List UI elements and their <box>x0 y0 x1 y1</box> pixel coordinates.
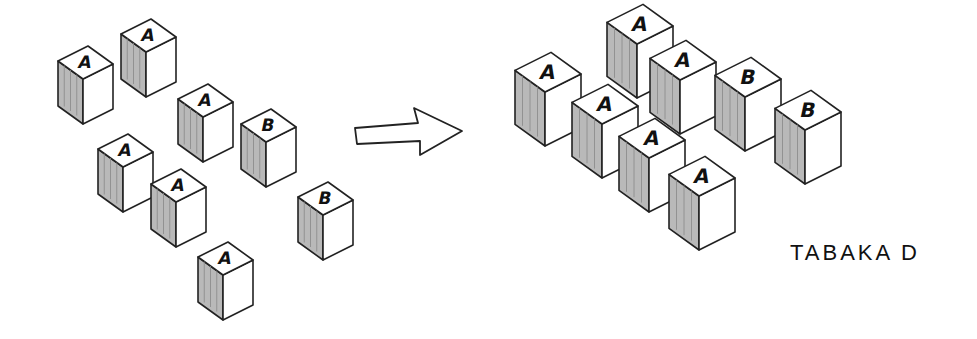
shading-stroke <box>216 270 217 311</box>
block-letter: B <box>727 65 768 89</box>
shading-stroke <box>303 201 304 242</box>
shading-stroke <box>196 112 197 153</box>
shading-stroke <box>579 108 580 158</box>
shading-stroke <box>156 188 157 229</box>
block-letter: A <box>208 248 242 269</box>
shading-stroke <box>622 33 623 83</box>
shading-stroke <box>259 137 260 178</box>
cube-top <box>515 52 581 92</box>
shading-stroke <box>790 119 791 169</box>
shading-stroke <box>530 81 531 131</box>
cube-top <box>619 118 685 158</box>
shading-stroke <box>246 128 247 169</box>
shading-stroke <box>614 28 615 78</box>
shading-stroke <box>110 158 111 199</box>
block-letter: A <box>188 90 222 111</box>
shading-stroke <box>76 74 77 115</box>
shading-stroke <box>183 103 184 144</box>
transform-arrow <box>355 108 462 155</box>
block-letter: A <box>662 48 703 72</box>
block-letter: A <box>584 92 625 116</box>
letter-block: A <box>119 15 178 97</box>
shading-stroke <box>522 76 523 126</box>
block-letter: A <box>631 126 672 150</box>
block-letter: B <box>251 115 285 136</box>
shading-stroke <box>684 185 685 235</box>
block-letter: B <box>787 98 828 122</box>
cube-top <box>607 4 673 44</box>
shading-stroke <box>169 197 170 238</box>
cube-top <box>241 109 296 142</box>
block-letter: A <box>681 164 722 188</box>
letter-block: A <box>176 80 235 162</box>
cube-top <box>198 242 253 275</box>
block-letter: A <box>131 25 165 46</box>
shading-stroke <box>133 43 134 84</box>
block-letter: A <box>68 52 102 73</box>
shading-stroke <box>103 153 104 194</box>
cube-top <box>298 182 353 215</box>
letter-block: A <box>96 130 155 212</box>
cube-top <box>572 84 638 124</box>
block-letter: A <box>619 12 660 36</box>
letter-block: A <box>56 42 115 124</box>
shading-stroke <box>782 114 783 164</box>
cube-top <box>650 40 716 80</box>
letter-block: B <box>773 86 843 184</box>
shading-stroke <box>676 180 677 230</box>
shading-stroke <box>537 86 538 136</box>
shading-stroke <box>70 70 71 111</box>
shading-stroke <box>691 190 692 240</box>
figure-label: TABAKA D <box>790 240 920 266</box>
shading-stroke <box>63 65 64 106</box>
shading-stroke <box>722 81 723 131</box>
shading-stroke <box>626 142 627 192</box>
cube-top <box>775 90 841 130</box>
letter-block: A <box>149 165 208 247</box>
cube-top <box>151 169 206 202</box>
letter-block: B <box>713 53 783 151</box>
shading-stroke <box>665 69 666 119</box>
shading-stroke <box>310 206 311 247</box>
letter-block: A <box>667 152 737 250</box>
shading-stroke <box>203 261 204 302</box>
shading-stroke <box>126 38 127 79</box>
letter-block: A <box>648 36 718 134</box>
cube-top <box>98 134 153 167</box>
shading-stroke <box>797 124 798 174</box>
shading-stroke <box>594 118 595 168</box>
shading-stroke <box>672 74 673 124</box>
shading-stroke <box>253 133 254 174</box>
shading-stroke <box>210 266 211 307</box>
cube-top <box>58 46 113 79</box>
shading-stroke <box>641 152 642 202</box>
shading-stroke <box>190 108 191 149</box>
letter-block: B <box>296 178 355 260</box>
cube-top <box>178 84 233 117</box>
shading-stroke <box>634 147 635 197</box>
shading-stroke <box>587 113 588 163</box>
shading-stroke <box>116 162 117 203</box>
shading-stroke <box>657 64 658 114</box>
block-letter: A <box>161 175 195 196</box>
letter-block: B <box>239 105 298 187</box>
block-letter: B <box>308 188 342 209</box>
block-letter: A <box>108 140 142 161</box>
cube-top <box>121 19 176 52</box>
shading-stroke <box>629 38 630 88</box>
letter-block: A <box>196 238 255 320</box>
cube-top <box>669 156 735 196</box>
cube-top <box>715 57 781 97</box>
shading-stroke <box>163 193 164 234</box>
shading-stroke <box>139 47 140 88</box>
block-letter: A <box>527 60 568 84</box>
shading-stroke <box>730 86 731 136</box>
shading-stroke <box>737 91 738 141</box>
shading-stroke <box>316 210 317 251</box>
